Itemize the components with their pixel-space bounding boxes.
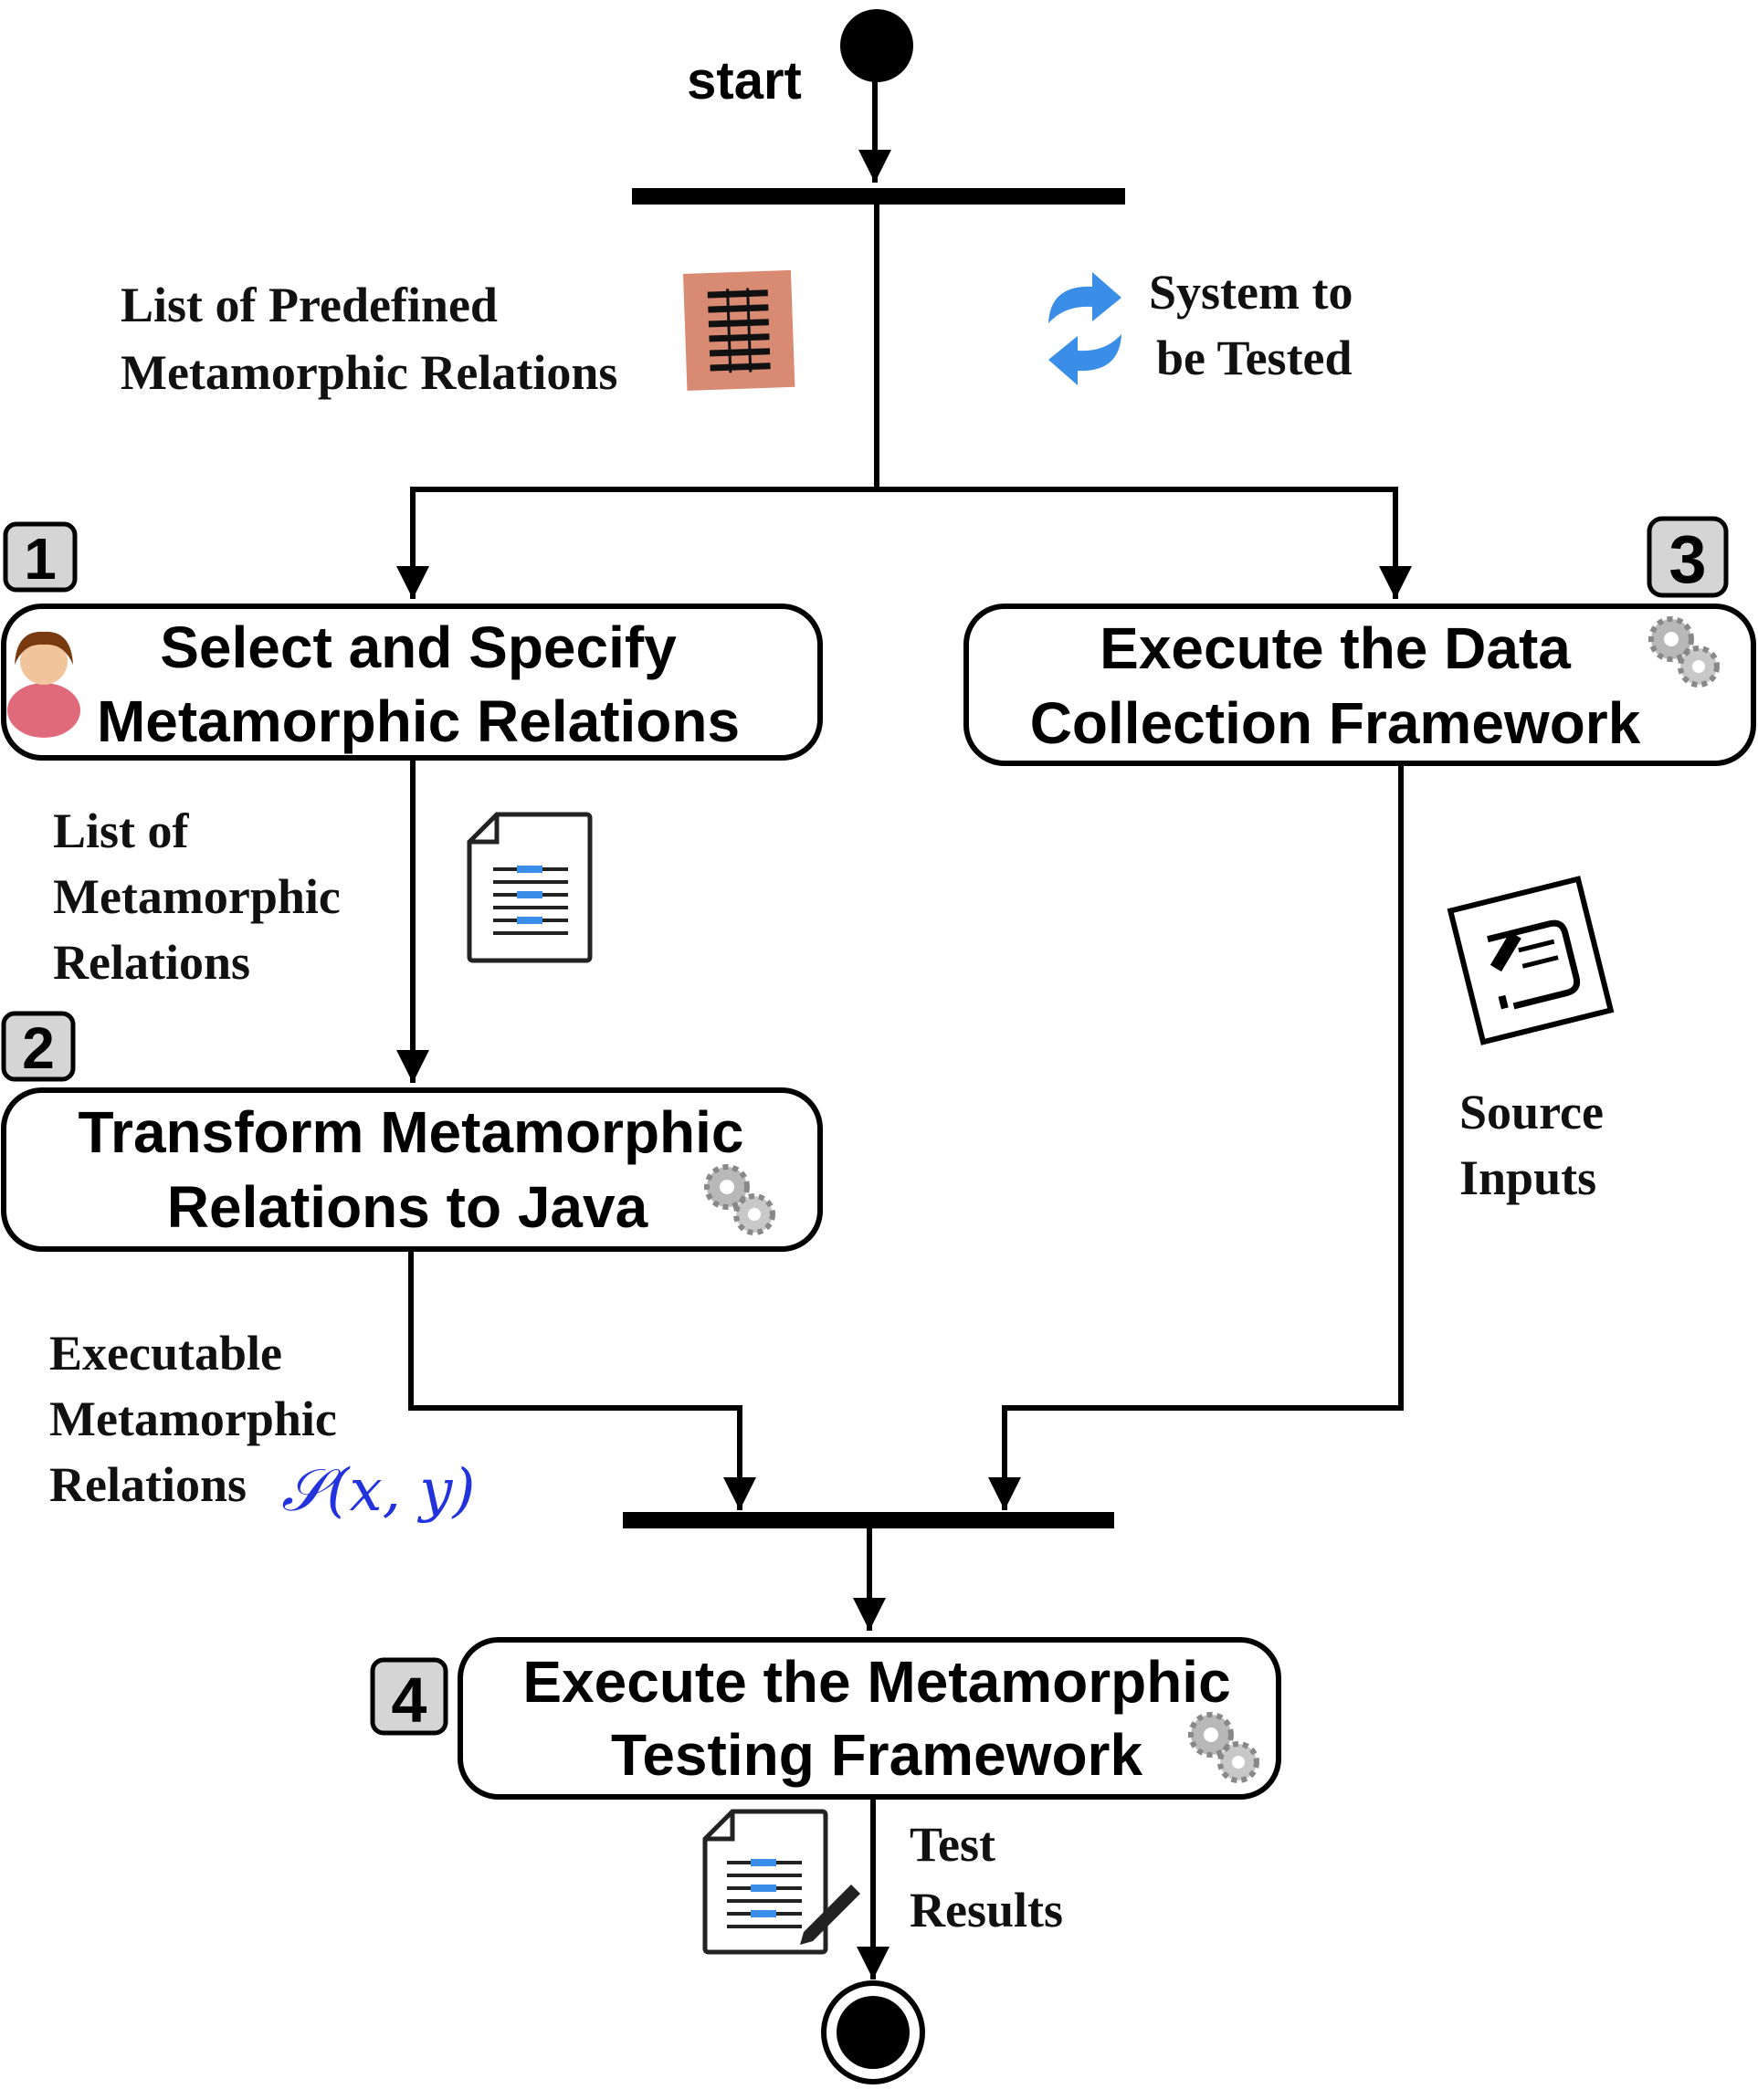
step4-title-line2: Testing Framework <box>611 1722 1142 1788</box>
edge-step3-join <box>988 763 1404 1510</box>
test-results-label-line1: Test <box>910 1817 995 1872</box>
gears-icon <box>1188 1712 1259 1783</box>
predefined-mr-label-line2: Metamorphic Relations <box>121 345 617 400</box>
step2-title-line2: Relations to Java <box>167 1174 648 1240</box>
document-edit-icon <box>702 1809 860 1955</box>
user-avatar-icon <box>7 631 80 738</box>
step1-title-line2: Metamorphic Relations <box>97 688 740 754</box>
executable-mr-label-line3: Relations <box>49 1457 247 1512</box>
step1-title-line1: Select and Specify <box>160 614 677 680</box>
end-node <box>821 1980 925 2084</box>
step2-badge: 2 <box>1 1011 76 1082</box>
step4-box[interactable] <box>458 1637 1281 1800</box>
system-under-test-label-line2: be Tested <box>1156 331 1353 385</box>
edge-step2-join <box>408 1249 756 1510</box>
predefined-mr-label-line1: List of Predefined <box>121 278 498 332</box>
predefined-list-icon <box>683 269 795 391</box>
step4-number: 4 <box>392 1664 427 1736</box>
step2-title-line1: Transform Metamorphic <box>78 1099 743 1165</box>
gears-icon <box>704 1164 775 1235</box>
start-node <box>840 9 913 82</box>
step4-title-line1: Execute the Metamorphic <box>522 1649 1230 1715</box>
step1-number: 1 <box>24 526 57 592</box>
source-inputs-label-line1: Source <box>1459 1085 1604 1139</box>
executable-mr-label-line2: Metamorphic <box>49 1391 337 1446</box>
source-inputs-label-line2: Inputs <box>1459 1150 1596 1205</box>
mr-list-label-line1: List of <box>53 803 190 858</box>
join-bar <box>623 1512 1114 1528</box>
step3-box[interactable] <box>963 604 1756 766</box>
step3-number: 3 <box>1669 521 1706 597</box>
gears-icon <box>1648 616 1720 688</box>
step3-badge: 3 <box>1647 516 1729 598</box>
script-scroll-icon <box>1447 876 1615 1045</box>
mr-list-label-line3: Relations <box>53 935 250 990</box>
step4-badge: 4 <box>370 1657 448 1736</box>
step2-number: 2 <box>22 1015 55 1081</box>
step1-badge: 1 <box>3 521 78 593</box>
fork-bar-top <box>632 188 1125 205</box>
executable-mr-label-line1: Executable <box>49 1326 282 1381</box>
test-results-label-line2: Results <box>910 1883 1063 1937</box>
start-label: start <box>687 51 802 110</box>
refresh-arrows-icon <box>1048 272 1121 385</box>
mr-list-label-line2: Metamorphic <box>53 869 341 924</box>
executable-mr-math: 𝒮(x, y) <box>281 1457 475 1525</box>
system-under-test-label-line1: System to <box>1149 265 1353 320</box>
document-icon <box>467 812 593 963</box>
step3-title-line2: Collection Framework <box>1030 690 1641 756</box>
step3-title-line1: Execute the Data <box>1100 615 1571 681</box>
